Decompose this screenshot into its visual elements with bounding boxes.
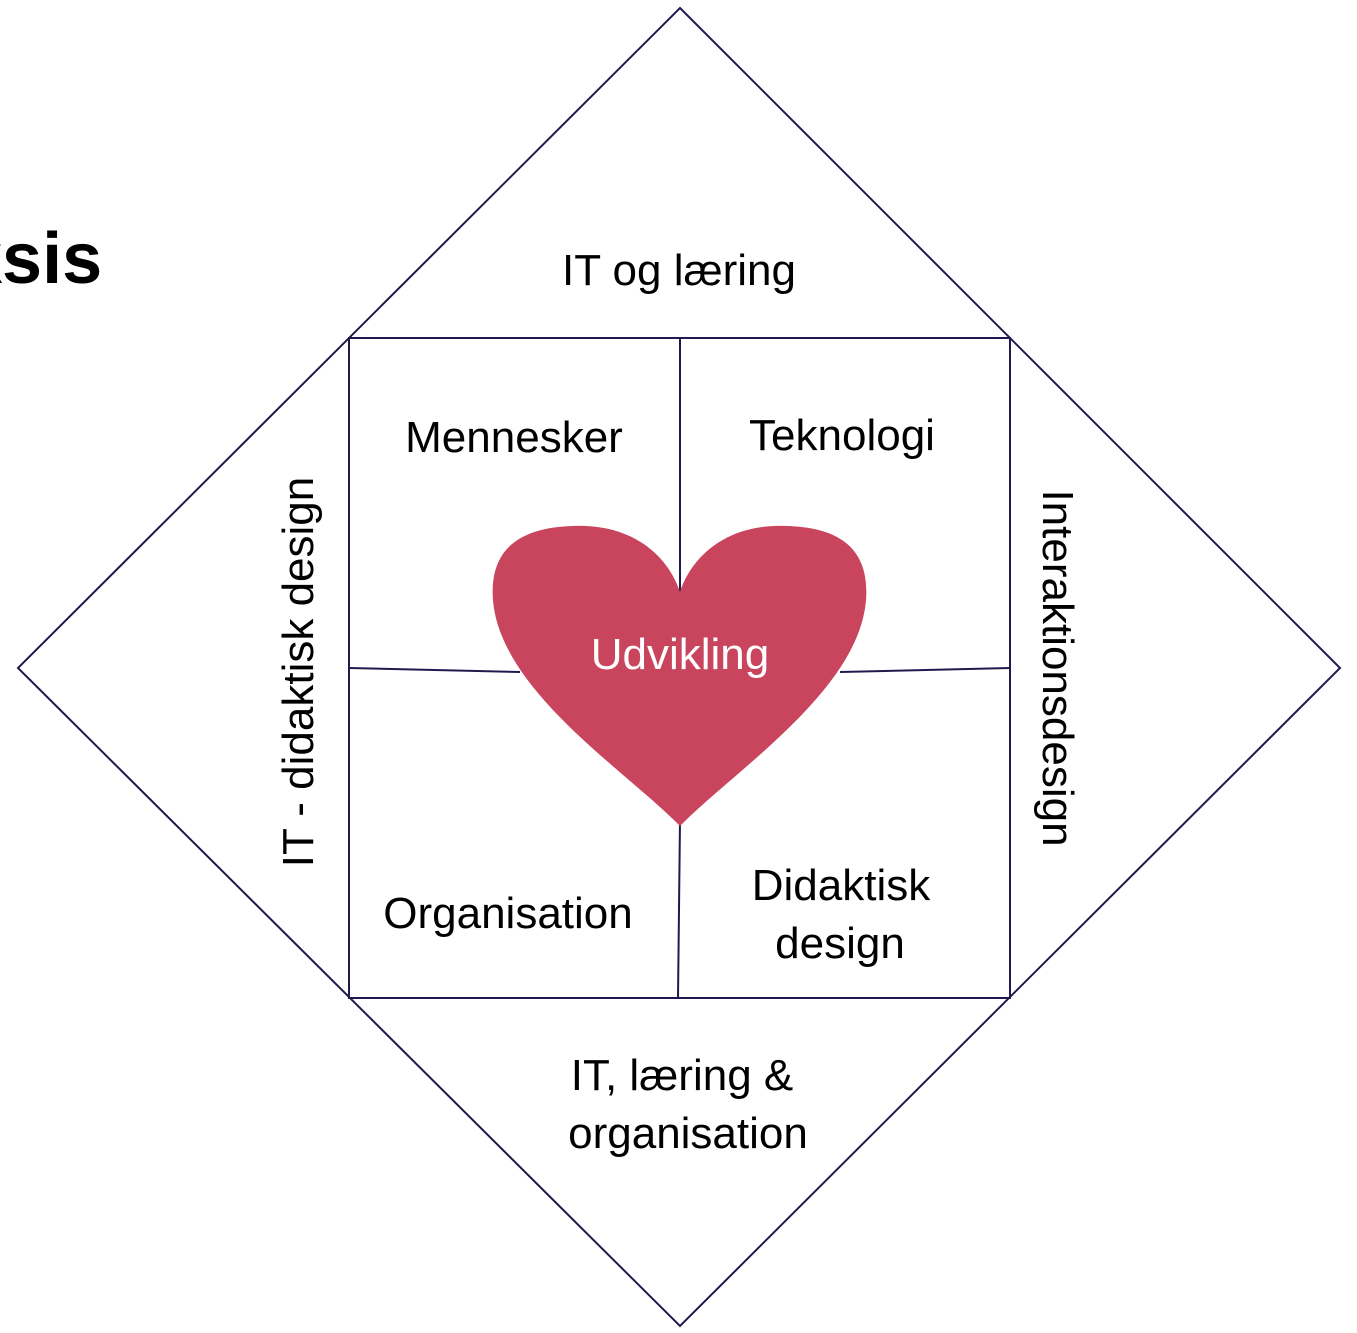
label-it-didaktisk-design: IT - didaktisk design bbox=[274, 477, 323, 867]
outer-diamond bbox=[16, 6, 1342, 1328]
title-fragment: ksis bbox=[0, 219, 102, 299]
quadrant-didaktisk-design-line1: Didaktisk bbox=[752, 861, 931, 910]
heart-label-udvikling: Udvikling bbox=[591, 630, 770, 679]
label-it-laering-organisation-line1: IT, læring & bbox=[571, 1051, 794, 1100]
quadrant-didaktisk-design-line2: design bbox=[775, 919, 905, 968]
quadrant-teknologi: Teknologi bbox=[749, 411, 935, 460]
label-it-laering-organisation-line2: organisation bbox=[568, 1109, 808, 1158]
label-interaktionsdesign: Interaktionsdesign bbox=[1033, 489, 1082, 846]
label-it-og-laering: IT og læring bbox=[562, 246, 796, 295]
heart-shape bbox=[492, 525, 867, 826]
divider-bottom bbox=[677, 819, 681, 999]
divider-left bbox=[348, 667, 521, 673]
quadrant-organisation: Organisation bbox=[383, 889, 632, 938]
quadrant-mennesker: Mennesker bbox=[405, 413, 623, 462]
divider-right bbox=[839, 667, 1011, 673]
